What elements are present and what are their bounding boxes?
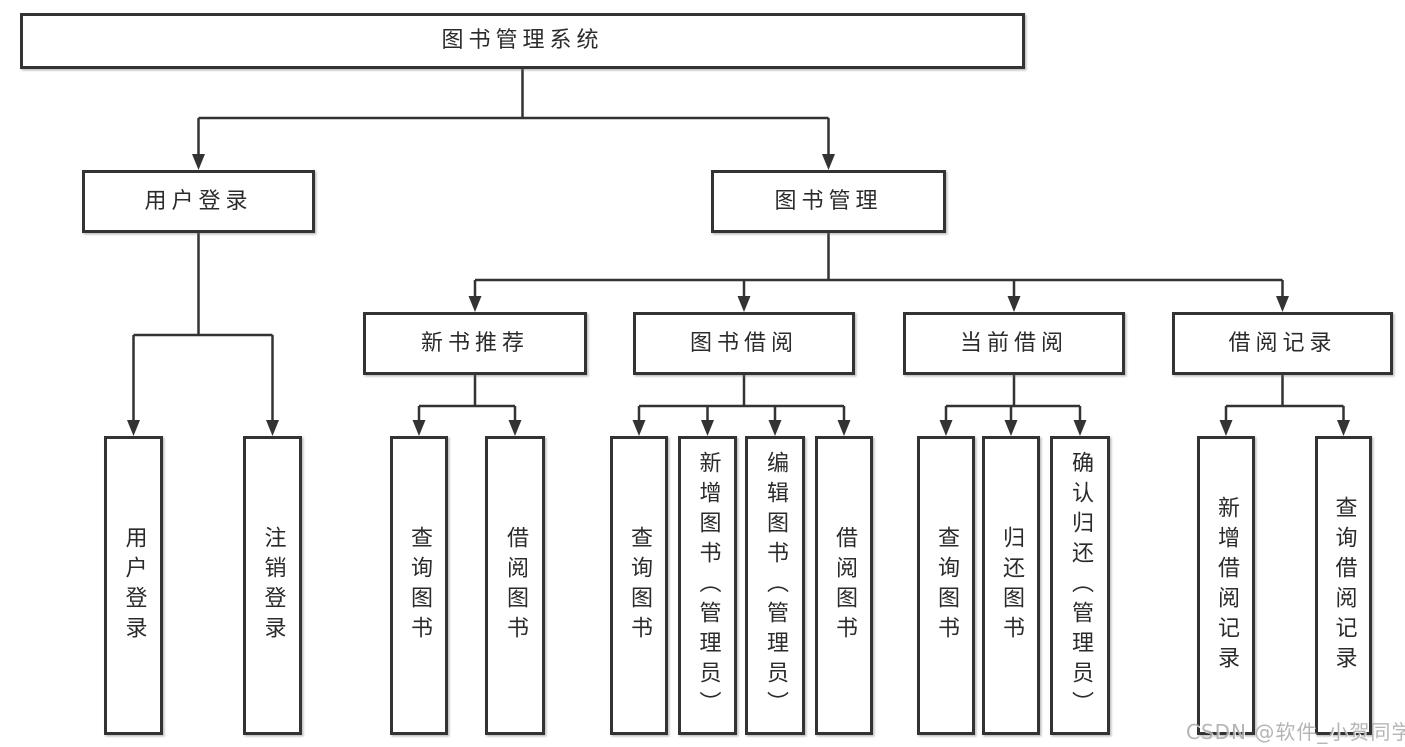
leaf-query-books-2: 查询图书 bbox=[610, 436, 668, 735]
node-label: 图书管理 bbox=[774, 188, 883, 214]
node-library-management-system: 图书管理系统 bbox=[20, 13, 1025, 69]
leaf-add-books-admin: 新增图书（管理员） bbox=[678, 436, 737, 735]
leaf-user-login: 用户登录 bbox=[104, 436, 163, 735]
leaf-return-books: 归还图书 bbox=[982, 436, 1040, 735]
node-label: 新书推荐 bbox=[420, 330, 529, 356]
node-borrowing-records: 借阅记录 bbox=[1172, 312, 1393, 375]
node-label: 查询图书 bbox=[934, 525, 959, 646]
node-label: 用户登录 bbox=[121, 525, 147, 646]
node-label: 归还图书 bbox=[999, 525, 1024, 646]
node-label: 当前借阅 bbox=[959, 330, 1068, 356]
leaf-query-borrow-record: 查询借阅记录 bbox=[1315, 436, 1372, 735]
node-label: 图书管理系统 bbox=[441, 28, 604, 53]
node-label: 图书借阅 bbox=[689, 330, 798, 356]
leaf-query-books-1: 查询图书 bbox=[390, 436, 448, 735]
node-label: 借阅图书 bbox=[832, 525, 857, 646]
node-label: 借阅图书 bbox=[503, 525, 528, 646]
node-label: 确认归还（管理员） bbox=[1068, 450, 1093, 721]
node-label: 编辑图书（管理员） bbox=[763, 450, 788, 721]
leaf-confirm-return-admin: 确认归还（管理员） bbox=[1050, 436, 1110, 735]
node-user-login: 用户登录 bbox=[82, 170, 315, 233]
leaf-add-borrow-record: 新增借阅记录 bbox=[1197, 436, 1255, 735]
node-label: 注销登录 bbox=[260, 525, 286, 646]
node-label: 查询借阅记录 bbox=[1331, 495, 1357, 676]
node-label: 借阅记录 bbox=[1228, 330, 1337, 356]
node-book-borrowing: 图书借阅 bbox=[633, 312, 855, 375]
leaf-borrow-books-2: 借阅图书 bbox=[815, 436, 873, 735]
node-label: 查询图书 bbox=[627, 525, 652, 646]
node-label: 新增借阅记录 bbox=[1214, 495, 1239, 676]
leaf-logout: 注销登录 bbox=[243, 436, 302, 735]
node-current-borrowing: 当前借阅 bbox=[903, 312, 1125, 375]
node-label: 查询图书 bbox=[407, 525, 432, 646]
node-label: 用户登录 bbox=[144, 188, 253, 214]
leaf-query-books-3: 查询图书 bbox=[917, 436, 975, 735]
node-book-management: 图书管理 bbox=[711, 170, 946, 233]
node-new-book-recommend: 新书推荐 bbox=[363, 312, 587, 375]
csdn-watermark: CSDN @软件_小贺同学 bbox=[1186, 720, 1405, 744]
leaf-borrow-books-1: 借阅图书 bbox=[485, 436, 545, 735]
node-label: 新增图书（管理员） bbox=[695, 450, 721, 721]
leaf-edit-books-admin: 编辑图书（管理员） bbox=[745, 436, 805, 735]
